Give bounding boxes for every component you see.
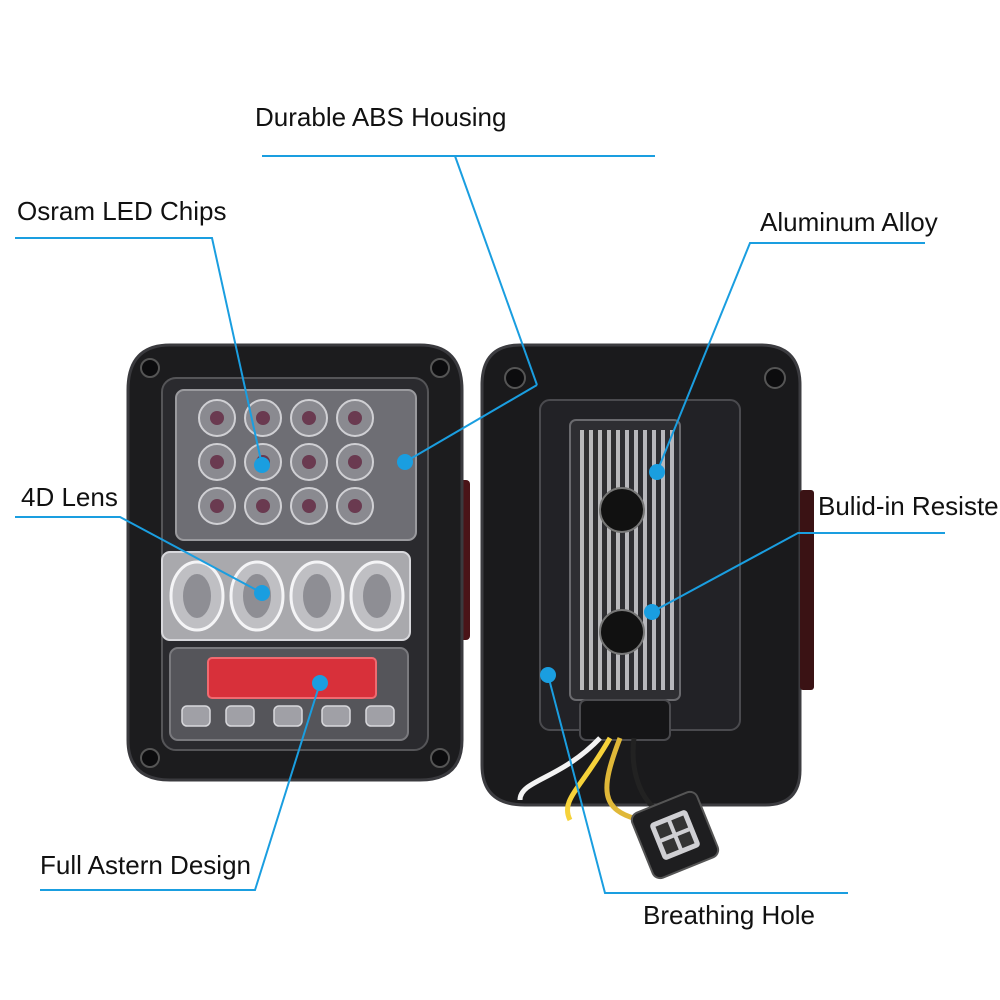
heatsink-fins — [580, 430, 674, 690]
red-reflector — [207, 657, 377, 699]
label-4d-lens: 4D Lens — [21, 482, 118, 512]
circle-dot-icon — [644, 604, 660, 620]
circle-dot-icon — [540, 667, 556, 683]
circle-dot-icon — [397, 454, 413, 470]
label-breathing: Breathing Hole — [643, 900, 815, 930]
circle-dot-icon — [254, 585, 270, 601]
circle-dot-icon — [254, 457, 270, 473]
leader-breathing — [547, 674, 848, 894]
leader-astern — [40, 682, 321, 891]
leader-lines — [15, 155, 945, 894]
heatsink-fin — [661, 430, 665, 690]
lens-band — [161, 551, 411, 641]
lower-led — [365, 705, 395, 727]
led-chip-core — [302, 499, 316, 513]
lower-led — [273, 705, 303, 727]
led-chip-core — [302, 455, 316, 469]
heatsink-fin — [634, 430, 638, 690]
resister-screw-top — [599, 487, 645, 533]
wire-connector — [630, 790, 720, 880]
lower-led-row — [181, 705, 395, 727]
leader-aluminum — [656, 242, 925, 473]
lens-projector-core — [363, 574, 391, 618]
led-chip-core — [348, 455, 362, 469]
led-chip-core — [210, 411, 224, 425]
resister-screw-bottom — [599, 609, 645, 655]
leader-abs-housing-pointer — [454, 155, 538, 386]
lens-projector-core — [183, 574, 211, 618]
heatsink-fin — [652, 430, 656, 690]
label-led-chips: Osram LED Chips — [17, 196, 227, 226]
circle-dot-icon — [649, 464, 665, 480]
led-chip-core — [210, 499, 224, 513]
heatsink-fin — [625, 430, 629, 690]
lower-led — [321, 705, 351, 727]
front-tail-light — [126, 343, 470, 782]
led-chip-core — [348, 499, 362, 513]
leader-dots — [254, 454, 665, 691]
leader-resister — [651, 532, 945, 613]
heatsink-fin — [670, 430, 674, 690]
lower-led — [225, 705, 255, 727]
led-chip-grid — [198, 399, 374, 525]
lens-projector-core — [303, 574, 331, 618]
label-abs-housing: Durable ABS Housing — [255, 102, 507, 132]
heatsink-fin — [616, 430, 620, 690]
label-resister: Bulid-in Resister — [818, 491, 1000, 521]
heatsink-fin — [598, 430, 602, 690]
heatsink-fin — [589, 430, 593, 690]
heatsink-fin — [580, 430, 584, 690]
leader-4d-lens — [15, 516, 263, 594]
leader-led-chips — [15, 237, 263, 466]
label-aluminum: Aluminum Alloy — [760, 207, 938, 237]
led-chip-core — [210, 455, 224, 469]
rear-tail-light — [480, 343, 814, 880]
led-chip-core — [256, 411, 270, 425]
leader-housing-edge — [404, 384, 538, 463]
led-chip-core — [256, 499, 270, 513]
heatsink-fin — [643, 430, 647, 690]
led-chip-core — [348, 411, 362, 425]
led-chip-core — [302, 411, 316, 425]
label-astern: Full Astern Design — [40, 850, 251, 880]
heatsink-fin — [607, 430, 611, 690]
lens-projector-row — [169, 560, 405, 632]
lower-led — [181, 705, 211, 727]
circle-dot-icon — [312, 675, 328, 691]
